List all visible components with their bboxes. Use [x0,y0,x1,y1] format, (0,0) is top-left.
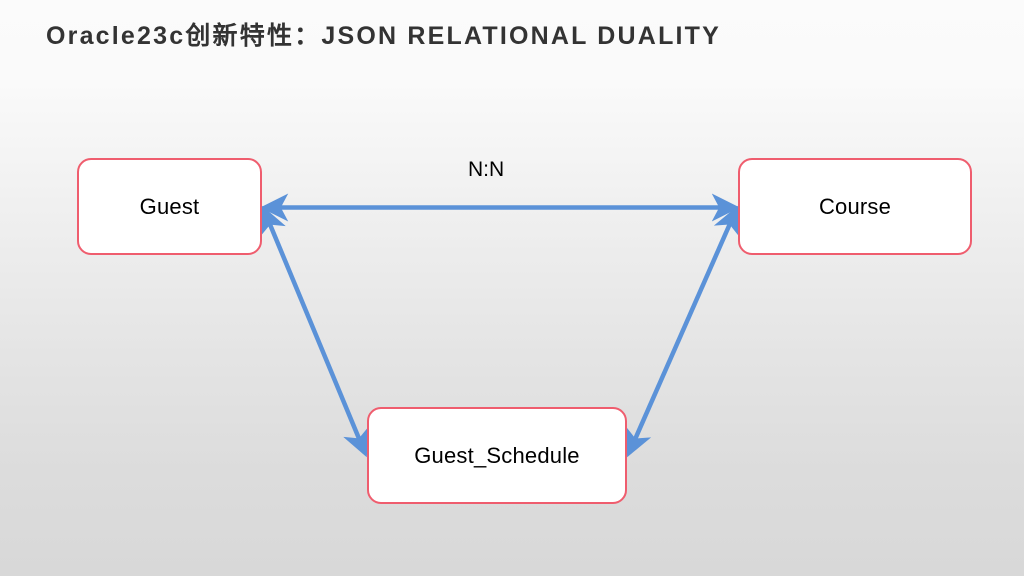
connector-label-n-to-n: N:N [468,158,505,181]
page-title: Oracle23c创新特性：JSON RELATIONAL DUALITY [46,22,722,50]
connector-course-guest-schedule [625,205,740,458]
entity-box-course[interactable]: Course [738,158,972,255]
connector-guest-guest-schedule [260,205,369,458]
entity-label-guest-schedule: Guest_Schedule [414,442,580,468]
entity-box-guest[interactable]: Guest [77,158,262,255]
entity-label-guest: Guest [139,193,200,219]
entity-label-course: Course [818,193,892,219]
entity-box-guest-schedule[interactable]: Guest_Schedule [367,407,627,504]
